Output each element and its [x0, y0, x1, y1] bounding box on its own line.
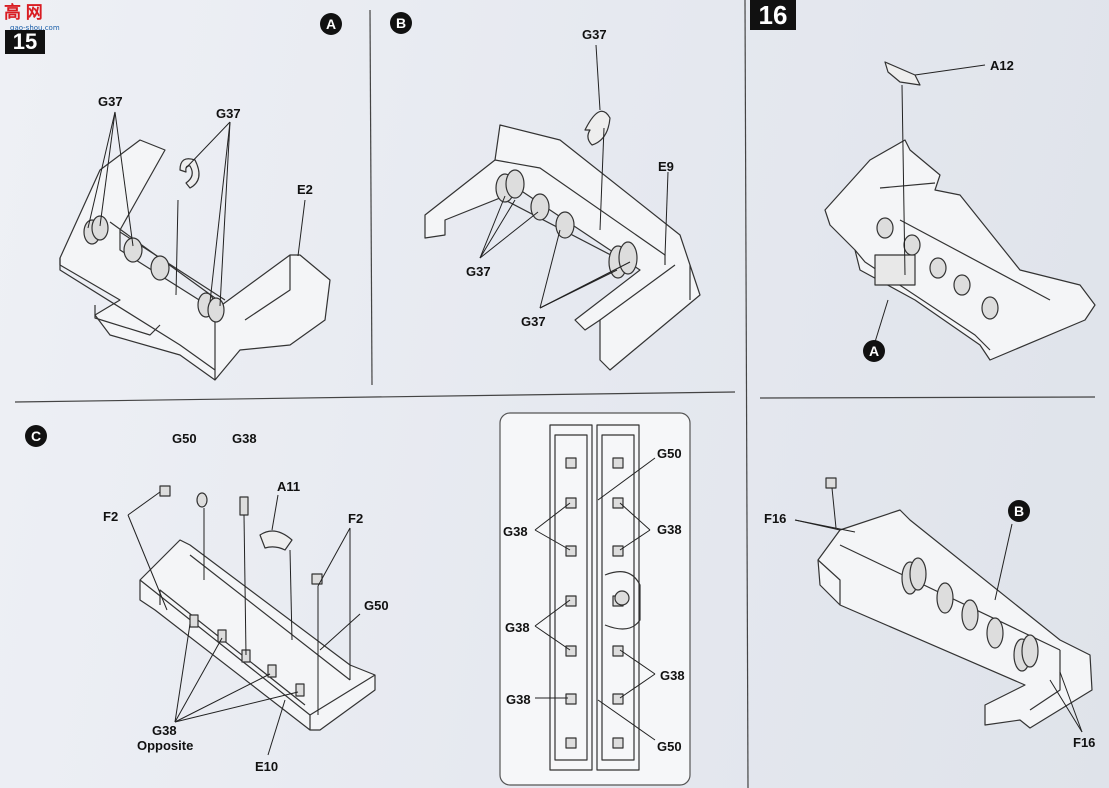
label-g37-a2: G37	[216, 106, 241, 121]
label-g37-a1: G37	[98, 94, 123, 109]
label-g38-d5: G38	[506, 692, 531, 707]
label-g38-d3: G38	[505, 620, 530, 635]
label-g50-c: G50	[172, 431, 197, 446]
site-logo: 高 网 gao-shou.com	[4, 4, 66, 34]
step-number-next: 16	[750, 0, 796, 30]
part-e10-drawing	[139, 485, 376, 731]
label-f16-top: F16	[764, 511, 787, 526]
label-e10: E10	[255, 759, 279, 774]
label-f2-left: F2	[103, 509, 119, 524]
label-e2: E2	[297, 182, 313, 197]
leader-lines-16bottom	[794, 487, 1083, 733]
logo-text: 高 网	[4, 3, 43, 22]
step16-bottom-drawing	[817, 477, 1093, 729]
divider-step	[744, 0, 749, 788]
logo-subtext: gao-shou.com	[10, 24, 60, 32]
label-g50-c2: G50	[364, 598, 389, 613]
leader-lines-c	[127, 491, 361, 756]
label-f16-bottom: F16	[1073, 735, 1096, 750]
leader-lines-b	[479, 44, 669, 309]
label-g50-d2: G50	[657, 739, 682, 754]
label-g38-d4: G38	[660, 668, 685, 683]
label-g37-b1: G37	[466, 264, 491, 279]
label-f2-right: F2	[348, 511, 364, 526]
marker-a: A	[320, 13, 342, 35]
leader-lines-a	[87, 111, 306, 307]
leader-lines-16top	[874, 64, 986, 343]
divider-right	[759, 396, 1096, 399]
divider-top-bottom	[14, 391, 736, 403]
label-a11: A11	[277, 479, 301, 494]
label-opposite: Opposite	[137, 738, 194, 753]
label-g37-b-top: G37	[582, 27, 607, 42]
marker-a-step16: A	[863, 340, 885, 362]
label-g38-c-bottom: G38	[152, 723, 177, 738]
part-plan-view	[499, 412, 691, 786]
leader-lines-d	[534, 457, 656, 741]
label-e9: E9	[658, 159, 674, 174]
label-a12: A12	[990, 58, 1014, 73]
step16-top-drawing	[824, 61, 1096, 361]
marker-b: B	[390, 12, 412, 34]
part-e2-drawing	[59, 139, 331, 381]
marker-c: C	[25, 425, 47, 447]
divider-ab	[369, 9, 373, 386]
label-g50-d1: G50	[657, 446, 682, 461]
g37-rings-a	[83, 158, 225, 323]
label-g37-b2: G37	[521, 314, 546, 329]
marker-b-step16: B	[1008, 500, 1030, 522]
label-g38-d2: G38	[657, 522, 682, 537]
label-g38-d1: G38	[503, 524, 528, 539]
label-g38-c: G38	[232, 431, 257, 446]
step-number-prev: 15	[5, 29, 45, 54]
